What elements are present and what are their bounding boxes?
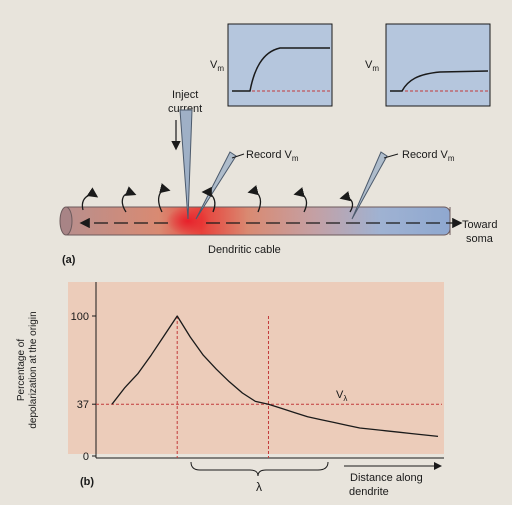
x-axis-label-line1: Distance along bbox=[350, 472, 423, 484]
y-axis-label-line1: Percentage of bbox=[16, 339, 27, 401]
inject-label-line2: current bbox=[168, 103, 202, 115]
lambda-brace bbox=[190, 461, 329, 477]
x-axis-label-line2: dendrite bbox=[349, 486, 389, 498]
cable-label: Dendritic cable bbox=[208, 244, 281, 256]
inset-plot-1 bbox=[227, 23, 333, 107]
record-leader-2 bbox=[383, 153, 399, 159]
inset2-ylabel: Vm bbox=[365, 59, 379, 73]
depolarization-curve bbox=[111, 315, 439, 438]
dendritic-cable bbox=[59, 206, 451, 236]
record-leader-1 bbox=[231, 153, 245, 159]
y-axis-label-line2: depolarization at the origin bbox=[28, 311, 39, 428]
plot-area bbox=[68, 282, 444, 454]
y-tick-label: 37 bbox=[77, 399, 89, 411]
record-label-1: Record Vm bbox=[246, 149, 299, 163]
inset1-ylabel: Vm bbox=[210, 59, 224, 73]
leak-current-arrows bbox=[81, 183, 354, 213]
lambda-label: λ bbox=[256, 480, 262, 494]
toward-label-line1: Toward bbox=[462, 219, 497, 231]
panel-a-label: (a) bbox=[62, 254, 76, 266]
inject-label-line1: Inject bbox=[172, 89, 198, 101]
record-electrode-1 bbox=[195, 151, 237, 220]
toward-label-line2: soma bbox=[466, 233, 494, 245]
record-electrode-2 bbox=[351, 151, 388, 220]
v-lambda-label: Vλ bbox=[336, 389, 347, 403]
current-electrode bbox=[179, 109, 193, 220]
record-label-2: Record Vm bbox=[402, 149, 455, 163]
y-tick-label: 100 bbox=[71, 311, 89, 323]
inset-plot-2 bbox=[385, 23, 491, 107]
chart-marks: 100 37 0 bbox=[71, 311, 442, 463]
panel-b-label: (b) bbox=[80, 476, 94, 488]
y-tick-label: 0 bbox=[83, 451, 89, 463]
